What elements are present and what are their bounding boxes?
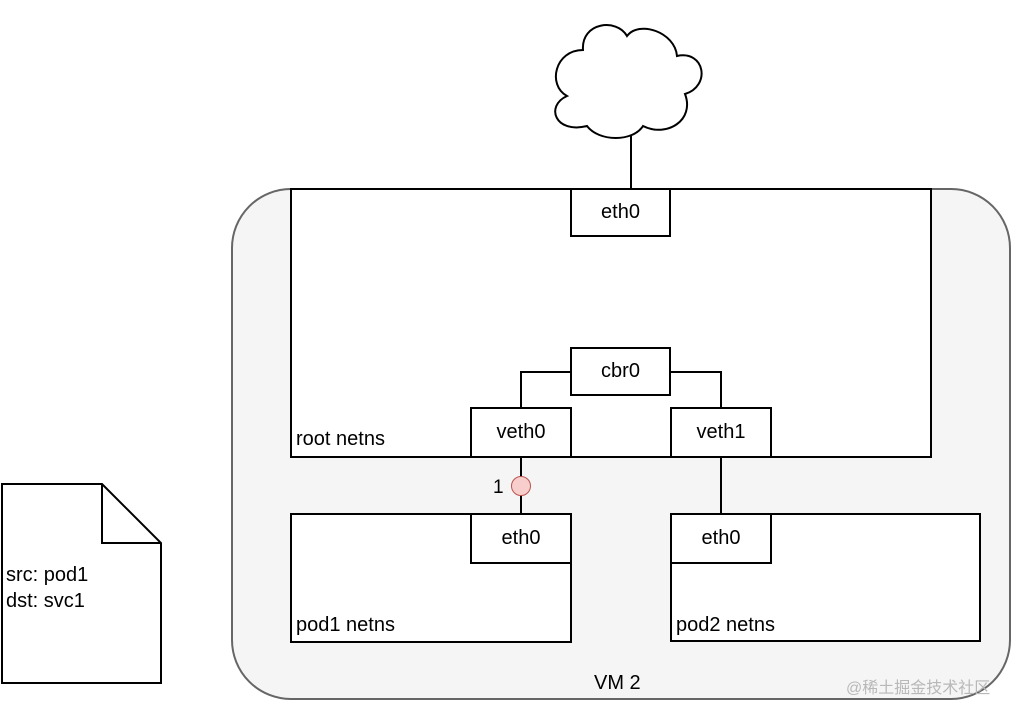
pod2-netns-label: pod2 netns [676,614,775,636]
packet-dst-label: dst: svc1 [6,590,85,612]
root-netns-label: root netns [296,428,385,450]
packet-src-label: src: pod1 [6,564,89,586]
cloud-to-eth0-line [630,134,632,190]
pod2-eth0-label: eth0 [701,527,741,549]
cbr0-label: cbr0 [601,360,640,382]
vm-label: VM 2 [594,672,641,694]
veth0-label: veth0 [496,421,546,443]
packet-document-icon [1,483,162,684]
step-marker-circle [511,476,531,496]
root-eth0-label: eth0 [601,201,640,223]
pod1-eth0-label: eth0 [501,527,541,549]
cbr0-left-h-line [520,371,572,373]
cbr0-right-h-line [670,371,722,373]
cbr0-right-v-line [720,371,722,408]
veth1-label: veth1 [696,421,746,443]
cloud-icon [554,24,703,139]
pod2-eth0-box: eth0 [670,513,772,564]
pod1-eth0-box: eth0 [470,513,572,564]
veth1-to-pod2-line [720,457,722,514]
watermark-text: @稀土掘金技术社区 [846,680,991,697]
pod1-netns-label: pod1 netns [296,614,395,636]
veth1-box: veth1 [670,407,772,458]
veth0-box: veth0 [470,407,572,458]
root-eth0-box: eth0 [570,188,671,237]
cbr0-box: cbr0 [570,347,671,396]
step-marker-number: 1 [493,477,504,498]
cbr0-left-v-line [520,371,522,408]
